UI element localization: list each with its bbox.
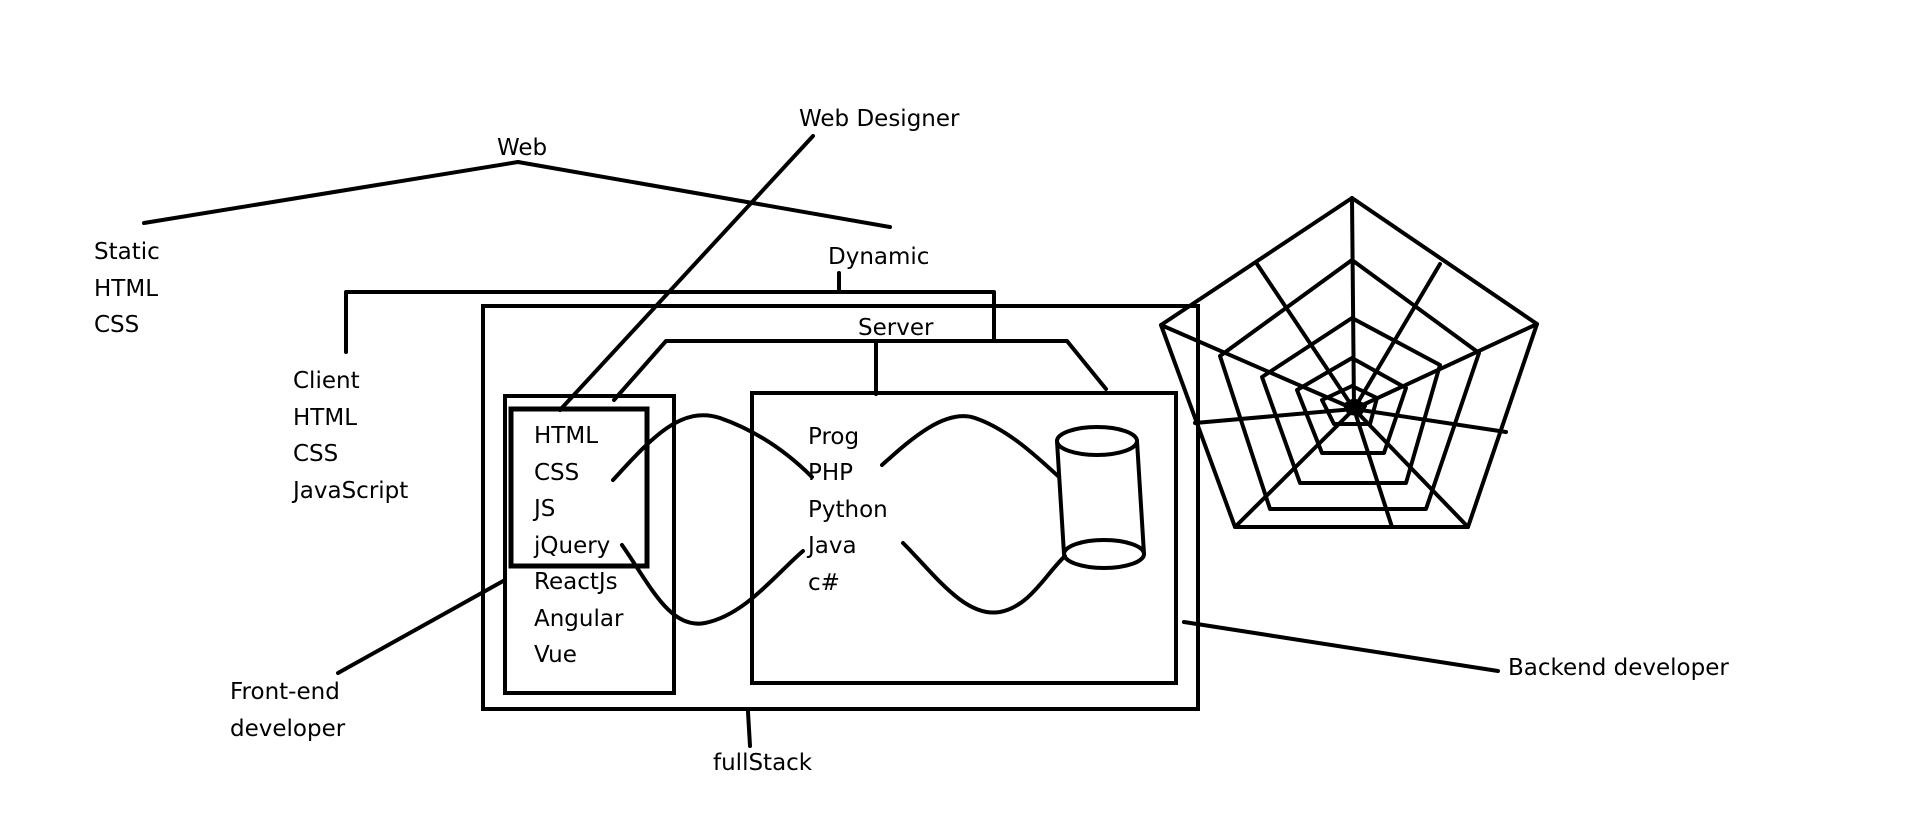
server-language-item: c#: [808, 570, 840, 596]
web-tree: Web Static HTML CSS Dynamic: [94, 135, 996, 354]
web-designer-pointer: [558, 134, 815, 412]
frontend-core-item: jQuery: [533, 533, 610, 559]
web-to-static-connector: [142, 160, 520, 225]
static-list-item: CSS: [94, 312, 139, 338]
client-list: Client HTML CSS JavaScript: [291, 368, 408, 504]
frontend-framework-item: Vue: [534, 642, 577, 668]
dynamic-label: Dynamic: [828, 244, 929, 270]
static-list-item: HTML: [94, 276, 158, 302]
backend-developer-pointer: [1182, 620, 1500, 673]
frontend-developer-line: Front-end: [230, 679, 340, 705]
backend-developer-label: Backend developer: [1508, 655, 1729, 681]
frontend-core-list: HTML CSS JS jQuery: [532, 423, 610, 559]
server-language-item: Java: [806, 533, 857, 559]
backend-box: [750, 391, 1178, 685]
web-to-dynamic-connector: [516, 160, 892, 229]
fullstack-box: [481, 304, 1200, 711]
php-to-database-curve: [880, 414, 1060, 478]
jquery-to-java-curve: [620, 543, 805, 626]
server-bracket: [612, 339, 1108, 402]
frontend-framework-item: ReactJs: [534, 569, 618, 595]
frontend-frameworks-list: ReactJs Angular Vue: [534, 569, 631, 668]
client-list-item: HTML: [293, 405, 357, 431]
fullstack-pointer: [746, 710, 752, 748]
client-list-item: Client: [293, 368, 360, 394]
spider-web-icon: [1159, 196, 1539, 529]
client-list-item: JavaScript: [291, 478, 408, 504]
server-language-item: PHP: [808, 460, 853, 486]
frontend-core-item: CSS: [534, 460, 579, 486]
frontend-core-item: HTML: [534, 423, 598, 449]
frontend-developer-label: Front-end developer: [230, 679, 347, 742]
server-languages-list: Prog PHP Python Java c#: [806, 424, 895, 596]
client-to-php-curve: [611, 413, 814, 482]
web-designer-label: Web Designer: [799, 106, 960, 132]
java-to-database-curve: [901, 541, 1067, 615]
frontend-framework-item: Angular: [534, 606, 624, 632]
database-cylinder-icon: [1055, 425, 1146, 570]
server-language-item: Python: [808, 497, 888, 523]
client-list-item: CSS: [293, 441, 338, 467]
frontend-developer-line: developer: [230, 716, 346, 742]
connection-curves: [611, 413, 1067, 626]
static-list-item: Static: [94, 239, 160, 265]
web-label: Web: [497, 135, 547, 161]
fullstack-label: fullStack: [713, 750, 813, 776]
frontend-developer-pointer: [336, 578, 507, 675]
frontend-box: [503, 394, 676, 695]
server-label: Server: [858, 315, 934, 341]
static-list: Static HTML CSS: [94, 239, 167, 338]
frontend-core-box: [508, 406, 650, 569]
server-language-item: Prog: [808, 424, 859, 450]
frontend-core-item: JS: [532, 496, 555, 522]
